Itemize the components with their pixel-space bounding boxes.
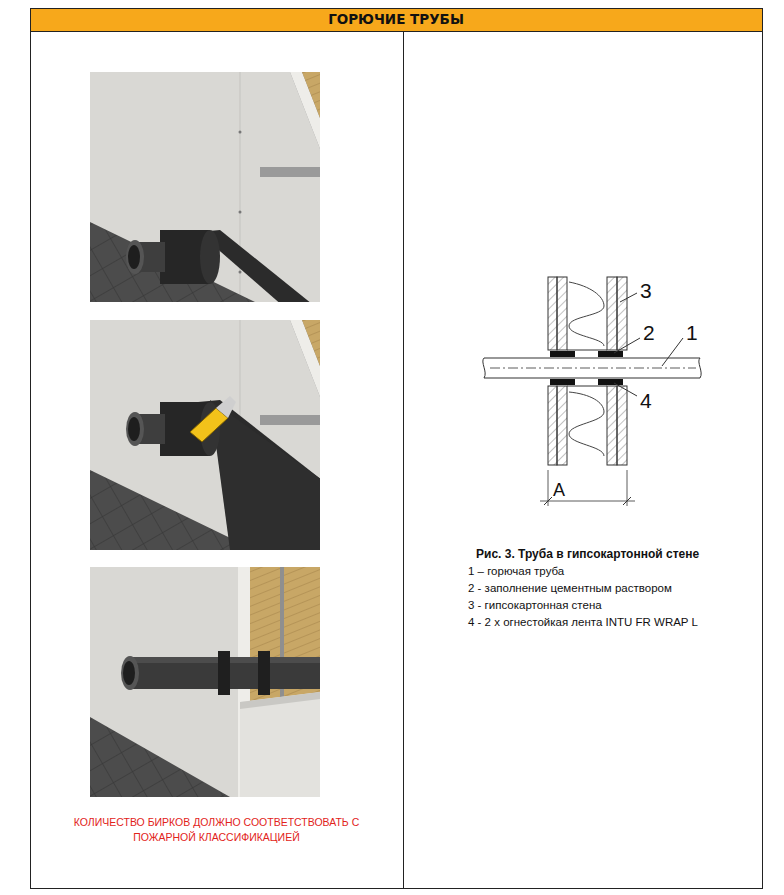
key-item: 3 - гипсокартонная стена bbox=[468, 599, 602, 613]
callout-number: 1 bbox=[686, 320, 698, 345]
key-item: 1 – горючая труба bbox=[468, 565, 564, 579]
key-item: 2 - заполнение цементным раствором bbox=[468, 582, 672, 596]
figure-caption: Рис. 3. Труба в гипсокартонной стене bbox=[476, 547, 699, 561]
render-step-3 bbox=[90, 567, 320, 797]
render-step-2 bbox=[90, 320, 320, 550]
warning-note: КОЛИЧЕСТВО БИРКОВ ДОЛЖНО СООТВЕТСТВОВАТЬ… bbox=[66, 815, 367, 845]
callout-number: 2 bbox=[643, 320, 655, 345]
table-frame bbox=[31, 9, 763, 889]
section-title: ГОРЮЧИЕ ТРУБЫ bbox=[30, 8, 762, 31]
callout-number: 4 bbox=[640, 388, 652, 413]
dimension-label: A bbox=[553, 480, 565, 502]
render-step-1 bbox=[90, 72, 320, 302]
key-item: 4 - 2 х огнестойкая лента INTU FR WRAP L bbox=[468, 616, 698, 630]
header-band bbox=[30, 8, 762, 31]
wall-section bbox=[483, 277, 701, 506]
callout-number: 3 bbox=[640, 278, 652, 303]
column-divider bbox=[403, 31, 404, 888]
